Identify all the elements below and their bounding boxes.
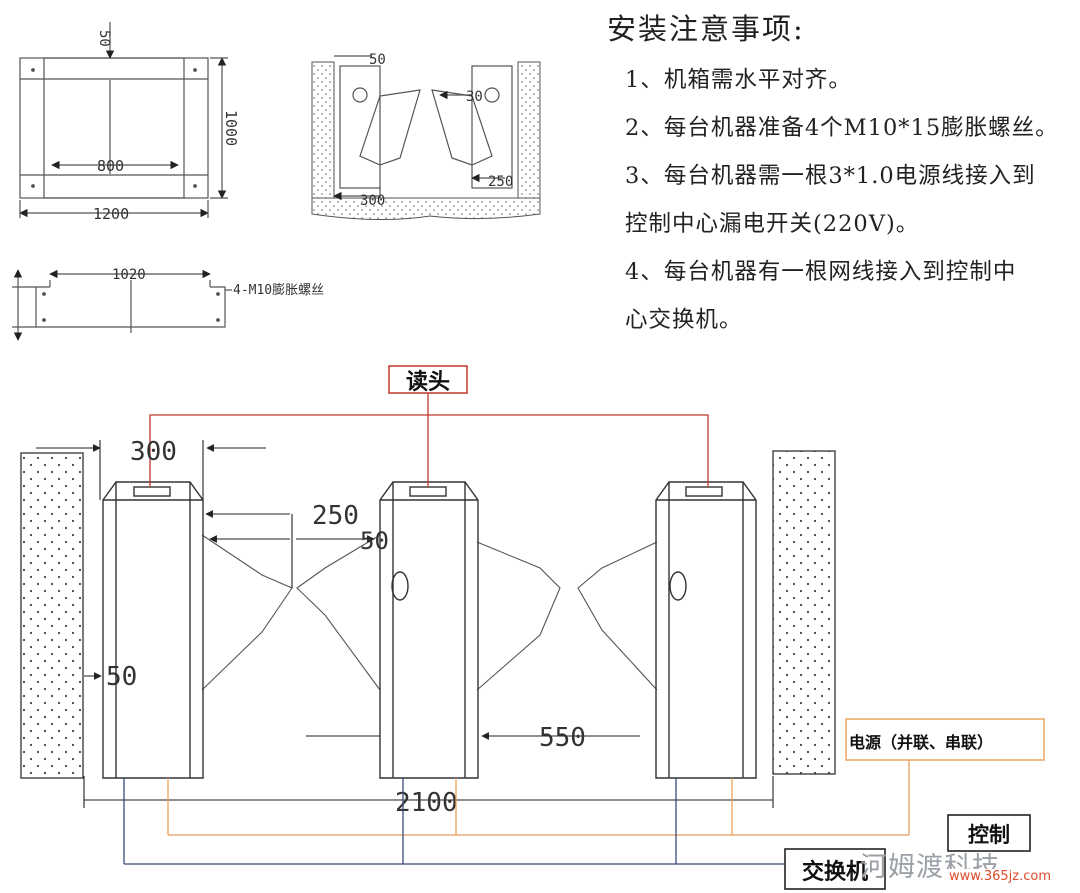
plan-dim-800: 800 — [97, 157, 124, 175]
plan-dim-1200: 1200 — [93, 205, 129, 223]
note-4: 4、每台机器有一根网线接入到控制中 — [625, 259, 1017, 285]
dim-250: 250 — [312, 501, 359, 531]
gate-wings — [201, 534, 658, 691]
switch-label: 交换机 — [802, 859, 868, 885]
note-3-cont: 控制中心漏电开关(220V)。 — [625, 211, 920, 237]
notes-title: 安装注意事项: — [607, 12, 805, 46]
plan-view — [19, 22, 228, 218]
note-2: 2、每台机器准备4个M10*15膨胀螺丝。 — [625, 115, 1059, 141]
watermark-site: www.365jz.com — [945, 869, 1055, 884]
left-wall — [20, 452, 84, 779]
section-dim-250: 250 — [488, 174, 513, 190]
right-wall — [772, 450, 836, 775]
power-wiring — [167, 760, 910, 836]
section-dim-300: 300 — [360, 193, 385, 209]
note-3: 3、每台机器需一根3*1.0电源线接入到 — [625, 163, 1036, 189]
base-view — [12, 269, 232, 341]
switch-box — [784, 848, 886, 890]
cabinet-right — [655, 481, 757, 779]
network-wiring — [123, 778, 785, 865]
control-label: 控制 — [968, 823, 1010, 847]
base-dim-180: 180 — [0, 287, 3, 310]
note-1: 1、机箱需水平对齐。 — [625, 67, 852, 93]
base-bolt-note: 4-M10膨胀螺丝 — [233, 283, 324, 298]
reader-label: 读头 — [406, 370, 450, 395]
section-dim-30: 30 — [466, 89, 483, 105]
cabinet-left — [102, 481, 204, 779]
power-box — [845, 718, 1045, 761]
power-label: 电源（并联、串联） — [849, 733, 993, 752]
dim-50-side: 50 — [106, 662, 137, 692]
section-view — [311, 55, 541, 221]
reader-wiring — [149, 392, 709, 487]
plan-dim-50: 50 — [96, 30, 112, 47]
dim-300: 300 — [130, 437, 177, 467]
dim-50-gate: 50 — [360, 527, 389, 555]
plan-dim-1000: 1000 — [222, 110, 240, 146]
base-dim-1020: 1020 — [112, 267, 146, 283]
dim-2100: 2100 — [395, 788, 458, 818]
reader-box — [388, 365, 468, 394]
cabinet-middle — [379, 481, 479, 779]
dim-550: 550 — [539, 723, 586, 753]
note-4-cont: 心交换机。 — [625, 307, 743, 333]
control-box — [947, 814, 1031, 852]
section-dim-50: 50 — [369, 52, 386, 68]
installation-notes: 安装注意事项: 1、机箱需水平对齐。 2、每台机器准备4个M10*15膨胀螺丝。… — [603, 6, 1073, 344]
dimension-lines — [36, 440, 774, 808]
